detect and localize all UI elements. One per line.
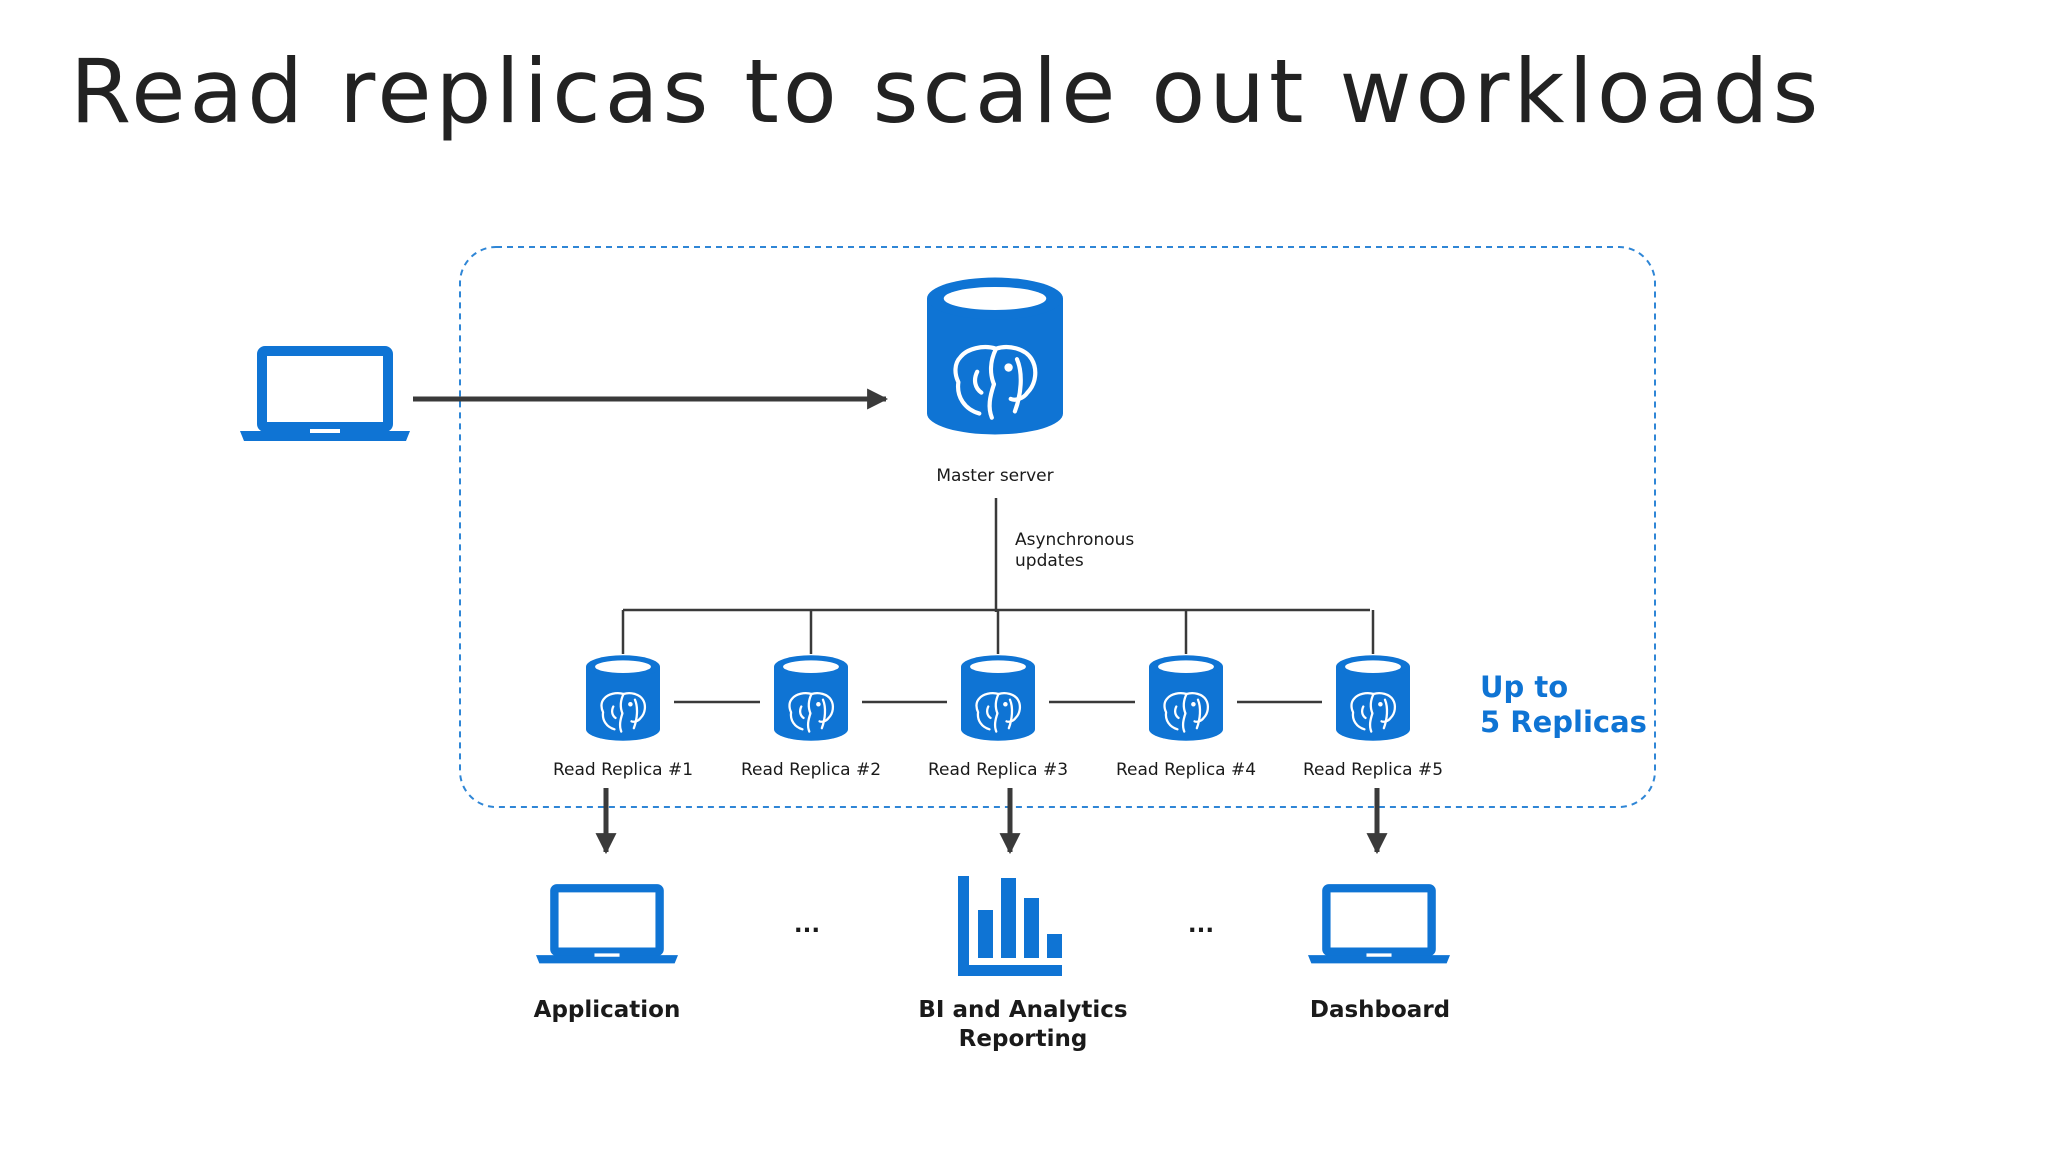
consumer-application-label: Application bbox=[534, 997, 681, 1023]
laptop-icon bbox=[1308, 888, 1450, 963]
ellipsis-1: ... bbox=[794, 912, 820, 938]
replica-database-icon bbox=[1336, 654, 1410, 742]
master-server-label: Master server bbox=[936, 466, 1053, 486]
replica-database-icon bbox=[774, 654, 848, 742]
master-database-icon bbox=[927, 278, 1063, 435]
slide-title: Read replicas to scale out workloads bbox=[70, 40, 1823, 143]
replica-label: Read Replica #1 bbox=[553, 760, 693, 780]
laptop-icon bbox=[536, 888, 678, 963]
ellipsis-2: ... bbox=[1188, 912, 1214, 938]
replica-group-boundary bbox=[459, 246, 1656, 808]
replica-label: Read Replica #2 bbox=[741, 760, 881, 780]
consumer-bi-label-line1: BI and Analytics bbox=[918, 997, 1127, 1023]
replica-label: Read Replica #3 bbox=[928, 760, 1068, 780]
replica-label: Read Replica #4 bbox=[1116, 760, 1256, 780]
replica-database-icon bbox=[586, 654, 660, 742]
async-note-line2: updates bbox=[1015, 551, 1084, 571]
replica-database-icon bbox=[961, 654, 1035, 742]
bar-chart-icon bbox=[958, 876, 1062, 976]
replica-label: Read Replica #5 bbox=[1303, 760, 1443, 780]
replica-row: Read Replica #1 Read Replica #2 Read Repli… bbox=[553, 654, 1443, 780]
callout-line2: 5 Replicas bbox=[1480, 705, 1647, 739]
replica-branch-lines bbox=[621, 610, 1375, 654]
async-note-line1: Asynchronous bbox=[1015, 530, 1134, 550]
client-laptop-icon bbox=[240, 351, 410, 441]
consumer-bi-label-line2: Reporting bbox=[959, 1026, 1088, 1052]
consumer-dashboard-label: Dashboard bbox=[1310, 997, 1450, 1023]
callout-line1: Up to bbox=[1480, 670, 1568, 704]
replica-database-icon bbox=[1149, 654, 1223, 742]
